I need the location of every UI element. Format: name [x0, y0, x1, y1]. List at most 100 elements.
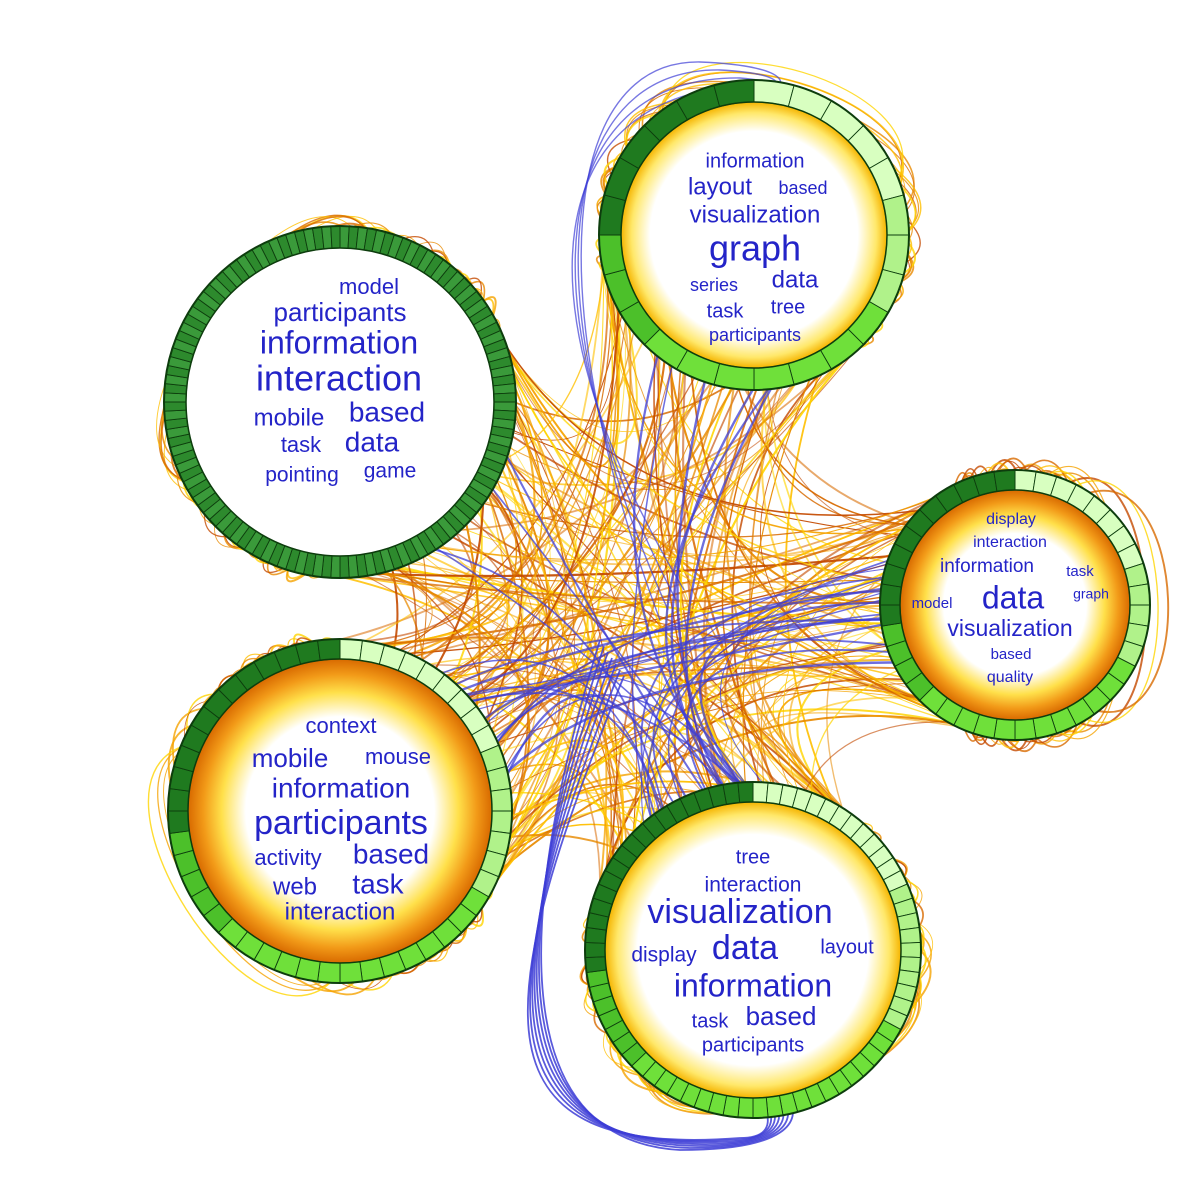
cluster-word: information [706, 150, 805, 172]
cross-edge [472, 692, 740, 784]
cross-edge [535, 651, 785, 1147]
cluster-word: information [940, 556, 1034, 577]
bundled-edge [438, 312, 626, 676]
ring-segment [317, 961, 341, 984]
cluster-word: graph [1073, 586, 1109, 602]
ring-segment [584, 956, 607, 974]
cluster-word: series [690, 275, 738, 295]
cluster-word: model [339, 274, 399, 299]
ring-segment [752, 1096, 769, 1119]
cluster-word: pointing [265, 464, 339, 487]
cross-edge [670, 389, 754, 786]
ring-segment [163, 409, 188, 421]
ring-segment [879, 583, 902, 606]
cluster-word: interaction [705, 874, 802, 897]
cluster-word: information [260, 324, 418, 360]
cluster-word: based [991, 646, 1032, 663]
cluster-word: game [364, 460, 417, 483]
cross-edge [676, 381, 741, 784]
cross-edge [496, 576, 883, 743]
cluster-word: based [746, 1001, 817, 1031]
cross-edge [478, 592, 881, 710]
bundled-edge [482, 248, 605, 724]
cluster-word: activity [254, 845, 321, 870]
ring-segment [737, 781, 754, 804]
bundled-edge [760, 712, 1015, 822]
bundled-edge [686, 596, 885, 793]
loop-edge [659, 71, 904, 184]
cluster-inner [605, 802, 901, 1098]
cross-edge [496, 618, 881, 743]
cluster-word: model [912, 595, 953, 612]
cross-edge [631, 366, 673, 818]
cross-edge [529, 669, 773, 1142]
loop-edge [662, 61, 904, 179]
cross-edge [435, 549, 664, 809]
cluster-word: participants [709, 325, 801, 345]
cluster-word: participants [254, 804, 428, 842]
ring-inner-outline [604, 801, 902, 1099]
cluster-word: web [272, 873, 317, 900]
ring-segment [879, 604, 902, 627]
ring-segment [321, 225, 333, 250]
ring-segment [347, 554, 359, 579]
cluster-word: task [281, 432, 322, 457]
ring-segment [339, 961, 363, 984]
cross-edge [506, 693, 687, 797]
ring-segment [330, 225, 341, 249]
cluster-word: mouse [365, 744, 431, 769]
cluster-word: interaction [256, 358, 422, 399]
cluster-word: visualization [647, 893, 832, 931]
cluster-word: task [692, 1010, 730, 1032]
cluster-word: mobile [254, 404, 325, 431]
cluster-word: data [345, 426, 400, 457]
cross-edge [720, 563, 887, 783]
cross-edge [492, 488, 720, 786]
ring-inner-outline [899, 489, 1131, 721]
ring-outline [167, 638, 513, 984]
cluster-word: task [352, 868, 404, 899]
cluster-word: data [712, 929, 778, 967]
bundled-edge [482, 305, 845, 485]
cluster-word: data [772, 266, 819, 293]
cross-edge [667, 578, 883, 799]
cross-edge [442, 659, 663, 810]
ring-segment [1014, 469, 1037, 492]
bundled-edge [679, 384, 749, 787]
cluster-inner [186, 248, 494, 556]
ring-segment [493, 392, 517, 403]
cluster-word: participants [274, 297, 407, 327]
cluster-word: data [982, 579, 1044, 615]
cross-edge [699, 601, 881, 784]
bundled-edge [460, 291, 566, 929]
cross-edge [652, 559, 888, 803]
ring-segment [752, 781, 769, 804]
cross-edge [506, 456, 704, 791]
cluster-word: task [707, 300, 745, 322]
ring-outline [163, 225, 517, 579]
ring-segment [993, 718, 1016, 741]
bundled-edge [511, 399, 638, 840]
cluster-word: information [272, 772, 411, 803]
ring-inner-outline [187, 658, 493, 964]
cross-edge [466, 686, 660, 811]
cluster-word: visualization [690, 201, 821, 228]
ring-segment [163, 401, 187, 412]
ring-outline [584, 781, 922, 1119]
cluster-word: display [986, 511, 1036, 528]
ring-inner-outline [620, 101, 888, 369]
ring-segment [490, 788, 513, 812]
cluster-word: information [674, 967, 832, 1003]
cluster-word: quality [987, 669, 1033, 686]
ring-segment [737, 1096, 754, 1119]
cluster-word: interaction [285, 898, 396, 925]
cluster-word: visualization [947, 615, 1072, 641]
cluster-word: context [306, 713, 377, 738]
cluster-word: layout [820, 936, 874, 958]
